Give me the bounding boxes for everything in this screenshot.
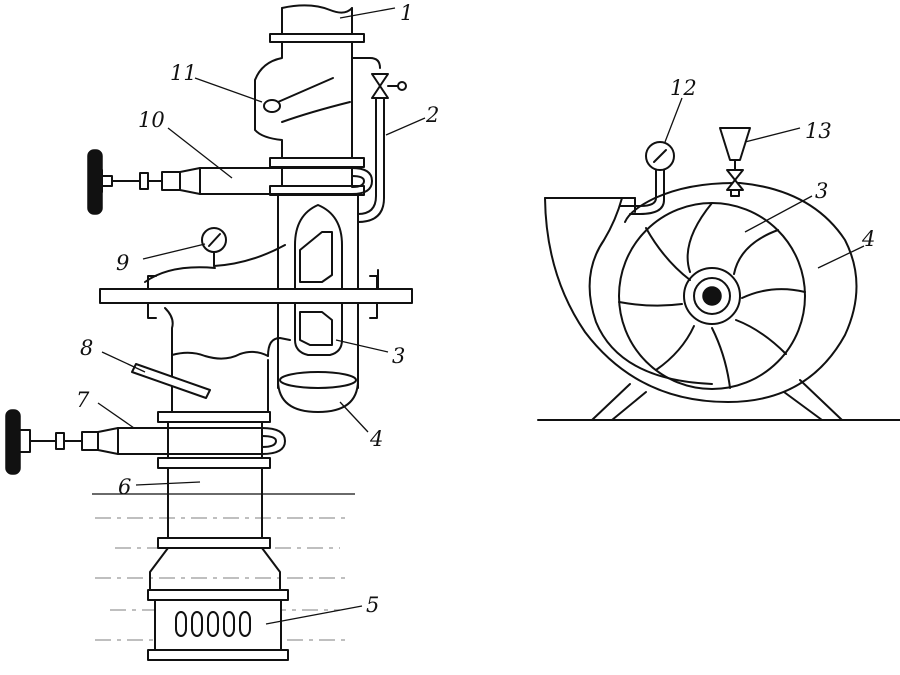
- label-13: 13: [805, 119, 832, 143]
- suction-pipe: [149, 411, 281, 591]
- strainer-intake: [147, 589, 289, 661]
- discharge-pipe-upper: [254, 4, 365, 168]
- water-supply-pipe: [87, 149, 373, 215]
- labels-right: 12 13 3 4: [670, 76, 875, 251]
- volute-casing: [277, 371, 359, 413]
- labels-left: 1 2 3 4 5 6 7 8 9 10 11: [76, 1, 439, 617]
- impeller-inner: [294, 204, 343, 356]
- label-8: 8: [80, 336, 93, 360]
- label-9: 9: [116, 251, 129, 275]
- label-7: 7: [76, 388, 90, 412]
- vertical-pump-assembly: 1 2 3 4 5 6 7 8 9 10 11: [5, 1, 439, 661]
- lower-water-pipe: [5, 409, 286, 475]
- label-6: 6: [118, 475, 131, 499]
- priming-funnel: [719, 127, 751, 197]
- pump-casing-upper: [269, 166, 365, 289]
- air-vent-tube: [351, 57, 407, 223]
- strainer-slots: [175, 611, 251, 637]
- pressure-gauge-9: [144, 227, 286, 283]
- label-2: 2: [425, 103, 439, 127]
- centrifugal-impeller: [618, 202, 806, 390]
- support-legs: [591, 379, 843, 421]
- leader-lines-right: [664, 97, 865, 269]
- label-3: 3: [392, 344, 405, 368]
- label-3-right: 3: [815, 179, 828, 203]
- check-valve: [263, 77, 351, 123]
- label-4: 4: [369, 427, 383, 451]
- label-4-right: 4: [861, 227, 875, 251]
- label-5: 5: [366, 593, 379, 617]
- mounting-plate: [99, 269, 413, 319]
- label-10: 10: [138, 108, 165, 132]
- label-12: 12: [670, 76, 697, 100]
- water-surface: [92, 493, 355, 641]
- centrifugal-volute: [544, 181, 858, 403]
- leader-lines-left: [97, 7, 426, 625]
- label-1: 1: [400, 1, 413, 25]
- label-11: 11: [170, 61, 197, 85]
- centrifugal-pump-assembly: 12 13 3 4: [537, 76, 900, 421]
- pressure-gauge-12: [619, 141, 675, 215]
- pump-column-lower: [164, 302, 359, 416]
